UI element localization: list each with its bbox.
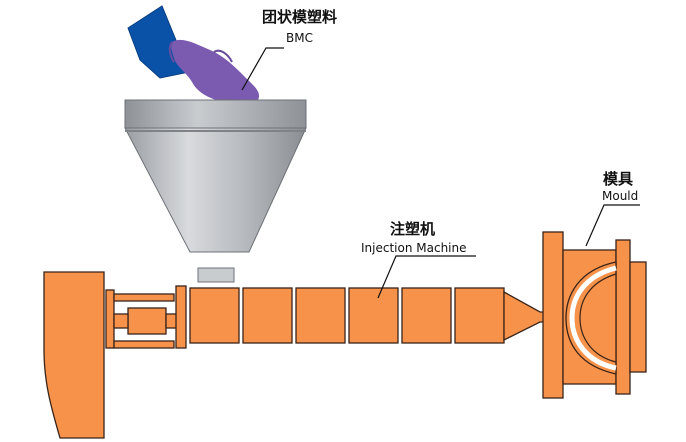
drive-piston	[127, 307, 167, 335]
mould-plate-right	[615, 239, 631, 395]
drive-plate-left	[105, 289, 115, 349]
barrel-segment-5	[401, 287, 452, 344]
mould-part	[569, 265, 617, 371]
mould	[542, 231, 647, 399]
injection-machine-label: 注塑机 Injection Machine	[361, 220, 476, 299]
mould-leader-line	[585, 204, 640, 247]
machine-leader-line	[377, 255, 476, 299]
barrel-segment-3	[295, 287, 346, 344]
drive-rod-top	[113, 293, 175, 302]
mould-label-cn: 模具	[603, 170, 633, 188]
bmc-label-en: BMC	[286, 31, 313, 45]
mould-part-inner	[579, 273, 617, 363]
drive-rod-bottom	[113, 340, 175, 349]
barrel-segment-2	[242, 287, 293, 344]
hopper-rim	[124, 99, 307, 129]
hopper	[124, 99, 307, 283]
mould-label: 模具 Mould	[585, 170, 640, 247]
machine-label-cn: 注塑机	[390, 220, 435, 238]
hopper-neck	[197, 267, 235, 283]
mould-label-en: Mould	[602, 189, 638, 203]
barrel-segment-1	[189, 287, 240, 344]
hopper-funnel	[124, 127, 307, 253]
injection-machine	[43, 271, 571, 439]
mould-backing	[629, 261, 647, 373]
barrel-segment-6	[454, 287, 505, 344]
bmc-label: 团状模塑料 BMC	[241, 8, 337, 91]
bmc-feed-group	[127, 5, 260, 104]
bmc-material-edge	[168, 41, 233, 63]
drive-plate-right	[175, 285, 187, 349]
mould-plate-left	[542, 231, 564, 399]
barrel-segment-4	[348, 287, 399, 344]
machine-label-en: Injection Machine	[361, 241, 467, 255]
bmc-leader-line	[241, 47, 284, 91]
drive-shaft	[113, 313, 129, 329]
drive-housing	[43, 271, 105, 439]
bmc-material	[171, 39, 260, 104]
bmc-label-cn: 团状模塑料	[262, 8, 337, 26]
